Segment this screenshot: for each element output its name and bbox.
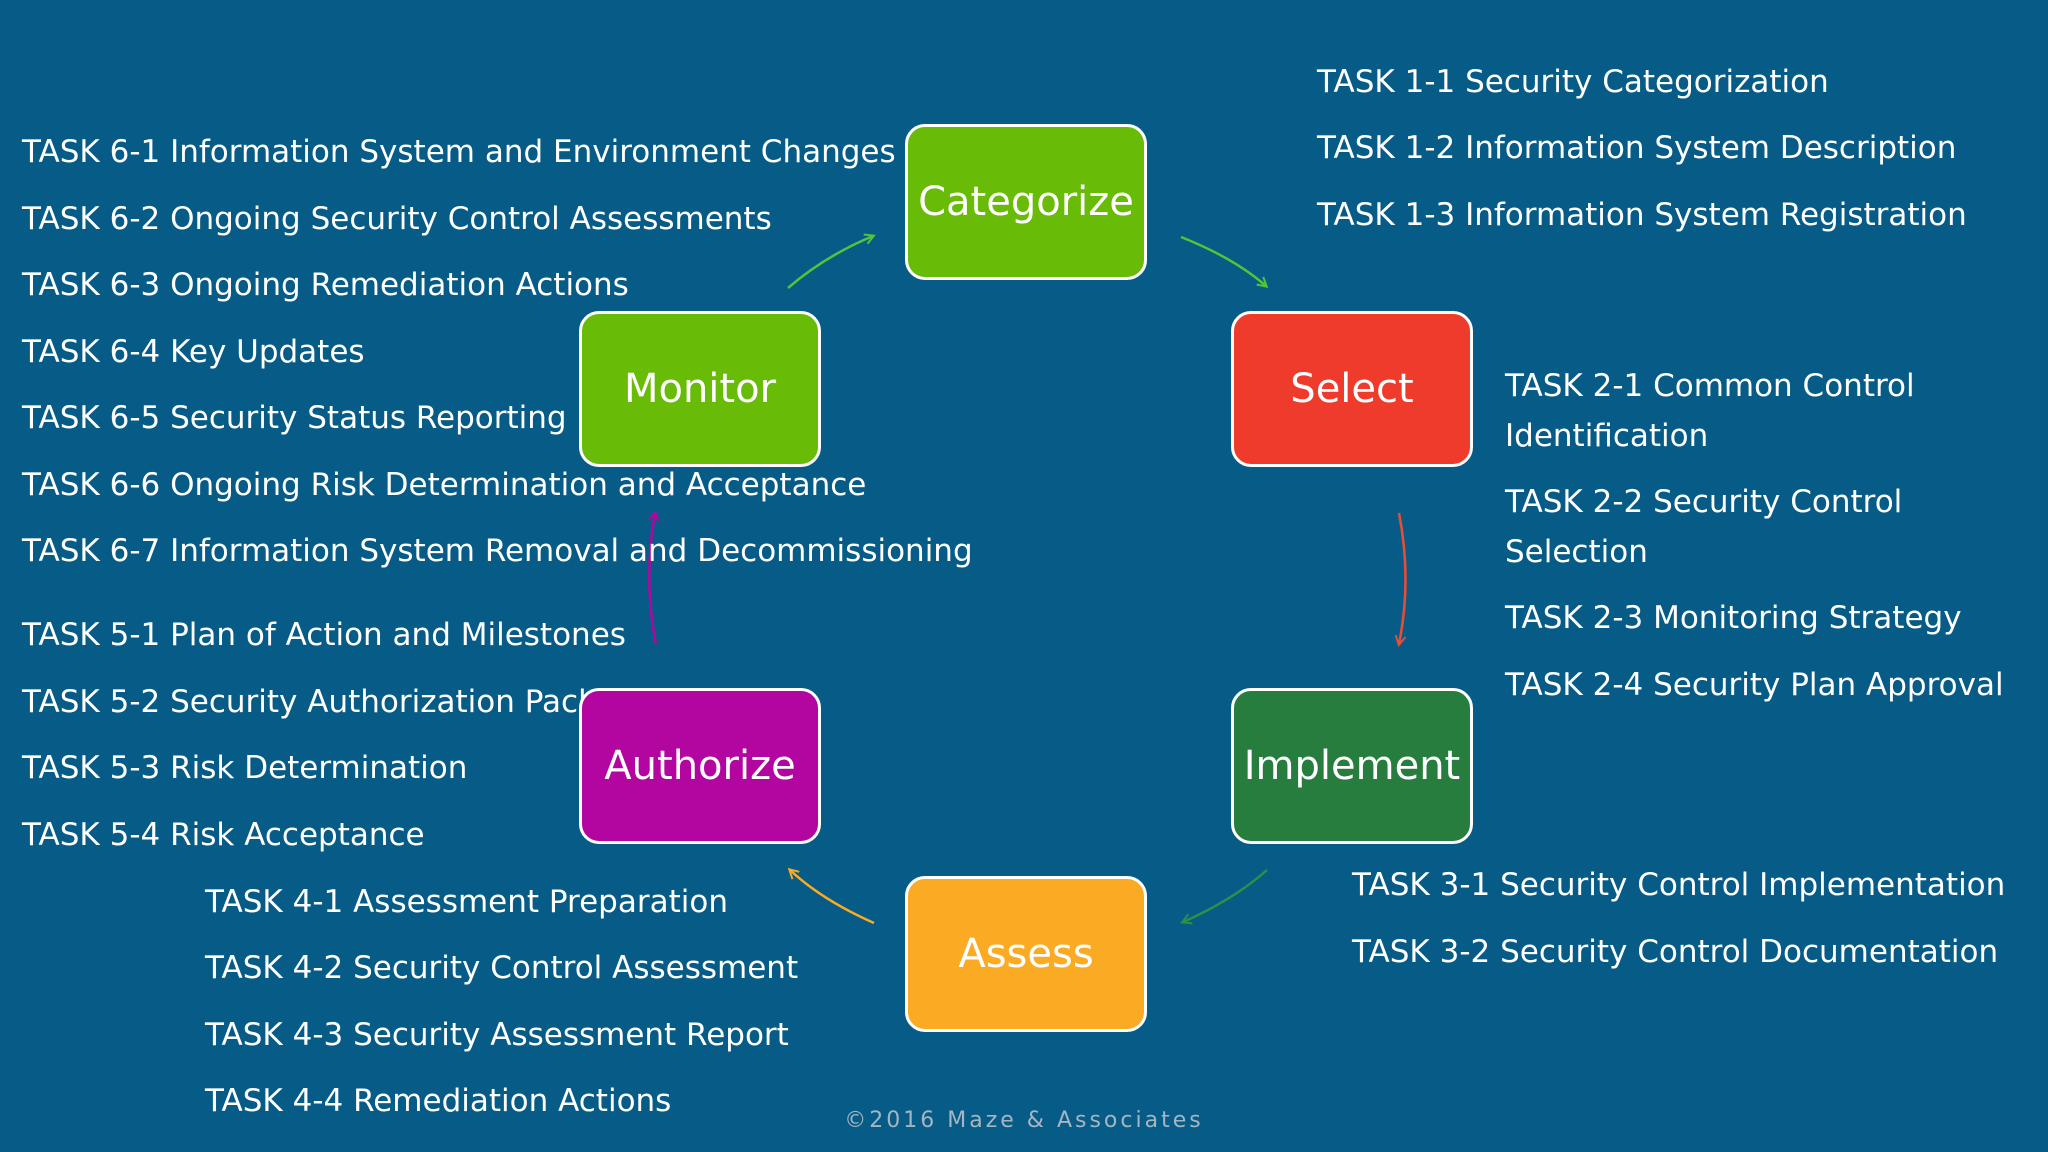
task-6-7: TASK 6-7 Information System Removal and … bbox=[22, 533, 973, 569]
arrow-implement-to-assess bbox=[1183, 869, 1268, 922]
task-2-2: TASK 2-2 Security Control Selection bbox=[1505, 484, 1903, 570]
arrow-assess-to-authorize bbox=[790, 870, 875, 925]
task-5-3: TASK 5-3 Risk Determination bbox=[22, 750, 468, 786]
task-3-2: TASK 3-2 Security Control Documentation bbox=[1352, 934, 1999, 970]
task-2-3: TASK 2-3 Monitoring Strategy bbox=[1505, 600, 1962, 636]
arrow-authorize-to-monitor bbox=[649, 513, 656, 645]
arrow-categorize-to-select bbox=[1180, 235, 1266, 286]
task-4-4: TASK 4-4 Remediation Actions bbox=[205, 1083, 672, 1119]
task-2-1: TASK 2-1 Common Control Identification bbox=[1505, 368, 1915, 454]
monitor-box: Monitor bbox=[579, 311, 821, 467]
task-5-4: TASK 5-4 Risk Acceptance bbox=[22, 817, 425, 853]
select-box: Select bbox=[1231, 311, 1473, 467]
task-6-3: TASK 6-3 Ongoing Remediation Actions bbox=[22, 267, 629, 303]
implement-box: Implement bbox=[1231, 688, 1473, 844]
task-6-1: TASK 6-1 Information System and Environm… bbox=[22, 134, 896, 170]
task-5-1: TASK 5-1 Plan of Action and Milestones bbox=[22, 617, 626, 653]
categorize-box: Categorize bbox=[905, 124, 1147, 280]
copyright-footer: ©2016 Maze & Associates bbox=[844, 1108, 1204, 1133]
arrow-monitor-to-categorize bbox=[787, 236, 873, 289]
task-1-2: TASK 1-2 Information System Description bbox=[1317, 130, 1957, 166]
task-1-1: TASK 1-1 Security Categorization bbox=[1317, 64, 1829, 100]
arrow-select-to-implement bbox=[1399, 512, 1407, 644]
task-6-5: TASK 6-5 Security Status Reporting bbox=[22, 400, 567, 436]
task-4-2: TASK 4-2 Security Control Assessment bbox=[205, 950, 799, 986]
task-3-1: TASK 3-1 Security Control Implementation bbox=[1352, 867, 2006, 903]
task-6-6: TASK 6-6 Ongoing Risk Determination and … bbox=[22, 467, 867, 503]
assess-box: Assess bbox=[905, 876, 1147, 1032]
task-4-3: TASK 4-3 Security Assessment Report bbox=[205, 1017, 789, 1053]
task-2-4: TASK 2-4 Security Plan Approval bbox=[1505, 667, 2004, 703]
task-4-1: TASK 4-1 Assessment Preparation bbox=[205, 884, 728, 920]
authorize-box: Authorize bbox=[579, 688, 821, 844]
task-1-3: TASK 1-3 Information System Registration bbox=[1317, 197, 1967, 233]
task-6-4: TASK 6-4 Key Updates bbox=[22, 334, 365, 370]
task-5-2: TASK 5-2 Security Authorization Package bbox=[22, 684, 654, 720]
task-6-2: TASK 6-2 Ongoing Security Control Assess… bbox=[22, 201, 772, 237]
